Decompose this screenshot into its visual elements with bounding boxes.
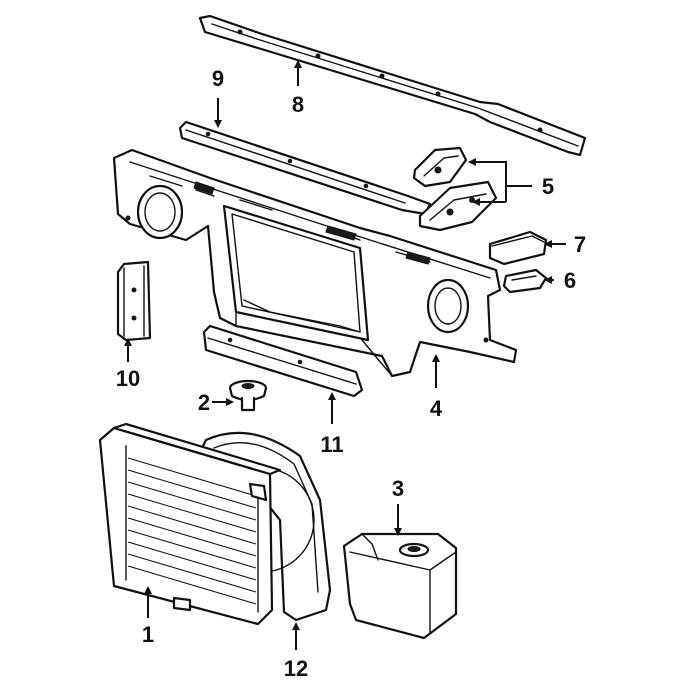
- leader-5a: [468, 158, 532, 187]
- leader-lines: [124, 60, 566, 650]
- callout-10: 10: [116, 366, 140, 391]
- callout-11: 11: [320, 432, 343, 457]
- coolant-reservoir: [342, 532, 458, 640]
- seal-strip: [178, 120, 432, 216]
- radiator-cap: [228, 379, 268, 412]
- callout-12: 12: [284, 656, 308, 681]
- side-bracket: [116, 260, 152, 342]
- bracket-upper: [412, 146, 468, 188]
- upper-tie-bar: [198, 14, 587, 157]
- clip-upper: [488, 230, 548, 266]
- radiator-support: [112, 148, 518, 378]
- callout-3: 3: [392, 476, 404, 501]
- callout-4: 4: [430, 396, 443, 421]
- lower-baffle: [202, 324, 364, 398]
- callout-2: 2: [198, 390, 210, 415]
- radiator: [98, 422, 282, 626]
- callout-5: 5: [542, 174, 554, 199]
- clip-lower: [502, 268, 548, 294]
- callout-7: 7: [574, 232, 586, 257]
- callout-9: 9: [212, 66, 224, 91]
- callout-8: 8: [292, 92, 304, 117]
- callout-1: 1: [142, 622, 154, 647]
- callout-labels: 8 9 5 7 6 4 10 2 11 3 1 12: [116, 66, 586, 681]
- bracket-lower: [418, 180, 498, 232]
- callout-6: 6: [564, 268, 576, 293]
